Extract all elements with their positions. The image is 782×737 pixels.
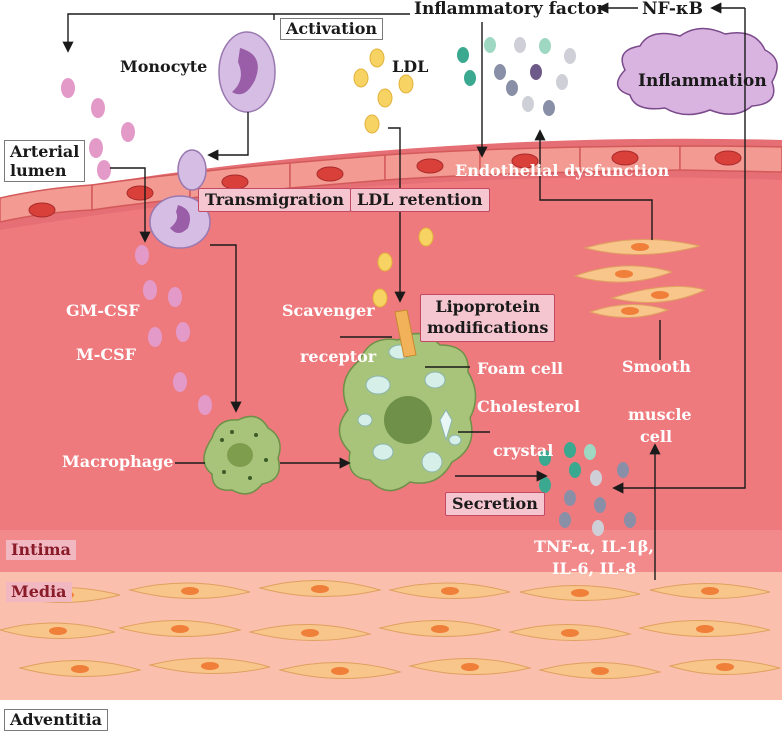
- macrophage-cell: [203, 415, 281, 495]
- cytokine-particles: [539, 442, 636, 536]
- intima-band: [0, 530, 782, 575]
- secretion-label: Secretion: [445, 492, 545, 517]
- smooth-label: Smooth: [622, 357, 691, 376]
- adventitia-layer: [0, 700, 782, 737]
- arterial-lumen-line2: lumen: [10, 161, 67, 181]
- media-layer: [0, 572, 782, 700]
- intima-label: Intima: [6, 540, 76, 561]
- pathway-arrows: [62, 2, 746, 580]
- monocyte-cell: [218, 31, 276, 113]
- crystal-label: crystal: [493, 441, 554, 460]
- foam-cell-label: Foam cell: [477, 359, 564, 378]
- inflammation-label: Inflammation: [638, 71, 767, 91]
- scavenger-receptor: [394, 309, 417, 358]
- cholesterol-label: Cholesterol: [477, 397, 581, 416]
- gm-csf-label: GM-CSF: [66, 301, 140, 320]
- macrophage-label: Macrophage: [62, 452, 174, 471]
- inflammation-cloud: [616, 27, 778, 116]
- cell-label: cell: [640, 427, 673, 446]
- activation-label: Activation: [280, 18, 384, 41]
- arterial-lumen-line1: Arterial: [10, 142, 80, 161]
- lipoprotein-line2: modifications: [427, 317, 549, 337]
- arterial-lumen-label: Arterial lumen: [4, 140, 86, 183]
- media-nuclei: [49, 585, 734, 675]
- intima-smc-nuclei: [615, 243, 669, 315]
- transmigration-label: Transmigration: [198, 188, 351, 213]
- cytokines-line1-label: TNF-α, IL-1β,: [534, 537, 654, 556]
- ldl-label: LDL: [392, 57, 429, 76]
- media-label: Media: [6, 582, 72, 603]
- m-csf-label: M-CSF: [76, 345, 136, 364]
- endothelial-dysfunction-label: Endothelial dysfunction: [455, 161, 670, 180]
- transmigrating-monocyte: [149, 149, 211, 249]
- receptor-label: receptor: [300, 347, 377, 366]
- scavenger-label: Scavenger: [282, 301, 375, 320]
- lipoprotein-modifications-label: Lipoprotein modifications: [420, 294, 556, 342]
- monocyte-label: Monocyte: [120, 57, 208, 76]
- adventitia-label: Adventitia: [4, 709, 109, 732]
- nf-kb-label: NF-κB: [642, 0, 704, 19]
- cytokines-line2-label: IL-6, IL-8: [552, 559, 637, 578]
- monocyte-particles: [61, 78, 212, 415]
- inflammatory-factor-label: Inflammatory factor: [414, 0, 606, 19]
- muscle-label: muscle: [628, 405, 692, 424]
- endothelial-nuclei: [28, 150, 742, 218]
- ldl-retention-label: LDL retention: [350, 188, 490, 213]
- lipoprotein-line1: Lipoprotein: [435, 297, 541, 316]
- inflammatory-particles: [457, 37, 576, 116]
- ldl-particles: [353, 48, 434, 308]
